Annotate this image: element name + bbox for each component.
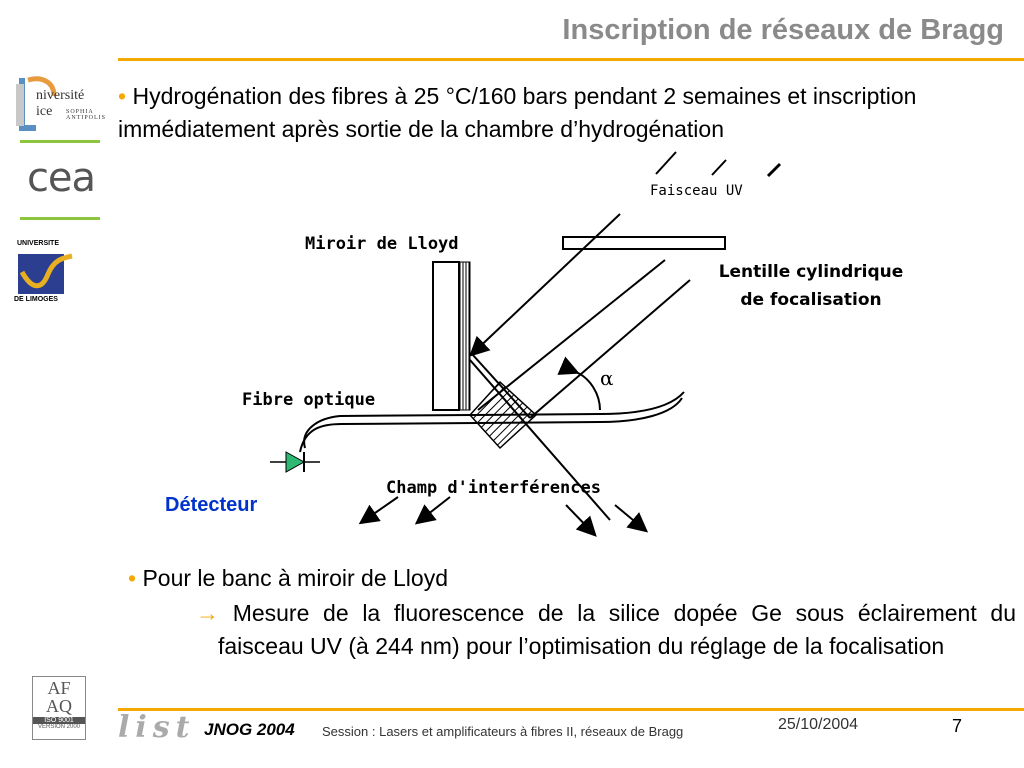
subbullet-marker: → — [196, 600, 219, 626]
afaq-version: VERSION 2000 — [37, 724, 81, 730]
beam-label: Faisceau UV — [650, 183, 743, 199]
interference-label: Champ d'interférences — [386, 478, 601, 498]
angle-label: α — [600, 366, 614, 390]
mirror-label: Miroir de Lloyd — [305, 234, 459, 254]
logo-afaq: AF AQ ISO 9001 VERSION 2000 — [32, 676, 86, 740]
fiber-top — [303, 391, 685, 449]
cylindrical-lens — [562, 236, 726, 250]
bullet-marker: • — [128, 565, 137, 591]
angle-arc — [557, 356, 601, 411]
subbullet-text: Mesure de la fluorescence de la silice d… — [218, 600, 1016, 659]
limoges-text-bottom: DE LIMOGES — [14, 296, 58, 303]
footer-rule — [118, 708, 1024, 711]
unice-text-sub: SOPHIA ANTIPOLIS — [66, 109, 106, 121]
fiber-label: Fibre optique — [242, 390, 376, 410]
output-arrow — [614, 504, 649, 533]
logo-separator — [20, 217, 100, 220]
beam-stroke — [711, 159, 727, 176]
beam-stroke — [766, 162, 782, 178]
mirror-coating — [458, 261, 471, 411]
lens-label: Lentille cylindrique de focalisation — [700, 258, 922, 314]
bullet-lloyd-bench: • Pour le banc à miroir de Lloyd — [128, 562, 448, 594]
beam-line — [469, 213, 621, 357]
output-arrow — [358, 496, 399, 525]
detector-diode — [285, 451, 306, 473]
unice-logo-graphic — [16, 76, 57, 131]
fiber-bottom — [299, 397, 683, 453]
detector-label: Détecteur — [165, 494, 258, 516]
bullet-marker: • — [118, 83, 127, 109]
lens-label-line2: de focalisation — [740, 290, 882, 310]
footer-event: JNOG 2004 — [204, 720, 295, 739]
footer-session: Session : Lasers et amplificateurs à fib… — [322, 724, 684, 739]
logo-universite-nice: niversité ice SOPHIA ANTIPOLIS — [12, 72, 112, 134]
logo-list: list — [118, 710, 196, 745]
output-arrow — [565, 504, 597, 537]
footer-date: 25/10/2004 — [778, 716, 859, 733]
reflected-beam — [471, 353, 531, 419]
page-number: 7 — [952, 716, 963, 736]
afaq-line2: AQ — [46, 696, 72, 716]
subbullet-fluorescence: → Mesure de la fluorescence de la silice… — [196, 597, 1016, 663]
output-arrow — [414, 496, 451, 525]
logo-separator — [20, 140, 100, 143]
logo-universite-limoges: UNIVERSITE DE LIMOGES — [12, 240, 76, 304]
bullet-text: Hydrogénation des fibres à 25 °C/160 bar… — [118, 83, 917, 142]
limoges-logo-graphic — [18, 253, 73, 294]
lloyd-mirror — [432, 261, 460, 411]
slide-title: Inscription de réseaux de Bragg — [562, 14, 1004, 46]
logo-cea: cea — [26, 155, 96, 201]
interference-zone — [468, 380, 538, 450]
bullet-text: Pour le banc à miroir de Lloyd — [142, 565, 449, 591]
unice-text-top: niversité — [36, 88, 85, 103]
beam-line — [529, 279, 691, 419]
lens-label-line1: Lentille cylindrique — [718, 262, 904, 282]
afaq-line1: AF — [47, 678, 71, 698]
unice-text-bottom: ice — [36, 104, 53, 119]
beam-line — [477, 259, 666, 411]
bullet-hydrogenation: • Hydrogénation des fibres à 25 °C/160 b… — [118, 80, 1008, 146]
afaq-iso: ISO 9001 — [33, 717, 85, 724]
beam-stroke — [655, 151, 677, 175]
reflected-beam — [469, 359, 611, 521]
limoges-text-top: UNIVERSITE — [17, 240, 60, 247]
title-rule — [118, 58, 1024, 61]
